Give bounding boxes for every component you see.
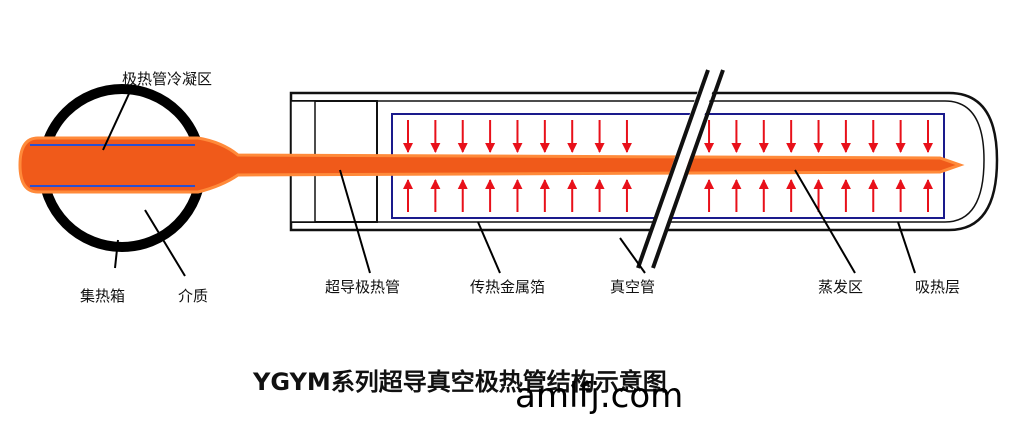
- label-evaporation-zone: 蒸发区: [818, 278, 863, 296]
- label-absorber-layer: 吸热层: [915, 278, 960, 296]
- watermark: amlfj.com: [515, 376, 683, 416]
- label-header-box: 集热箱: [80, 287, 125, 305]
- heat-pipe-body: [18, 136, 965, 194]
- label-fin: 传热金属箔: [470, 278, 545, 296]
- label-medium: 介质: [178, 287, 208, 305]
- break-mark: [636, 69, 725, 270]
- diagram-title: YGYM系列超导真空极热管结构示意图: [252, 368, 667, 396]
- heat-flow-arrows: [403, 120, 933, 212]
- label-condensation-zone: 极热管冷凝区: [122, 70, 212, 88]
- label-heat-pipe: 超导极热管: [325, 278, 400, 296]
- label-vacuum-tube: 真空管: [610, 278, 655, 296]
- leader-lines: [102, 84, 916, 277]
